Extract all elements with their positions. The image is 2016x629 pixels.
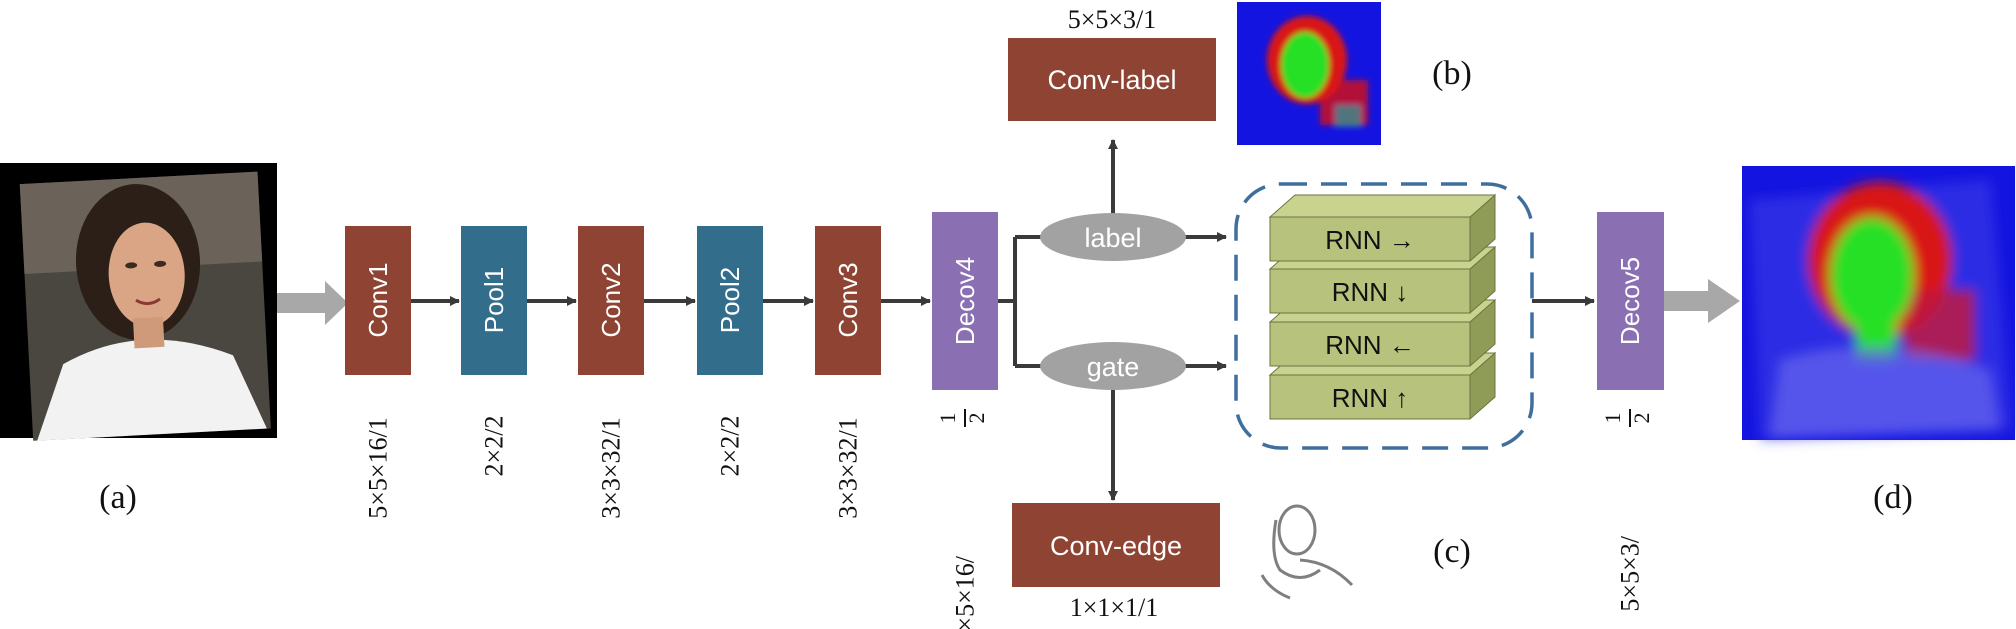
branch-lines — [998, 139, 1227, 501]
panel-label-c: (c) — [1433, 533, 1471, 570]
panel-label-b: (b) — [1432, 55, 1472, 92]
decov4-frac-num: 1 — [935, 413, 960, 424]
panel-label-a: (a) — [99, 479, 137, 516]
decov4-param: 5×5×16/ 1 2 — [935, 409, 989, 629]
input-photo — [0, 163, 277, 441]
output-segmentation-image — [1742, 166, 2015, 440]
output-arrow — [1664, 279, 1740, 323]
decov5-block: Decov5 — [1597, 212, 1664, 390]
conv-edge-text: Conv-edge — [1050, 531, 1182, 561]
pool2-param: 2×2/2 — [716, 416, 745, 477]
panel-label-d: (d) — [1873, 479, 1913, 516]
conv2-param: 3×3×32/1 — [597, 417, 626, 519]
pool1-label: Pool1 — [479, 267, 509, 334]
conv1-param: 5×5×16/1 — [364, 417, 393, 519]
decov5-frac-den: 2 — [1629, 413, 1654, 424]
rnn-down-label: RNN ↓ — [1332, 277, 1409, 307]
rnn-up-label: RNN ↑ — [1332, 383, 1409, 413]
decov4-frac-den: 2 — [964, 413, 989, 424]
gate-oval-text: gate — [1087, 352, 1140, 382]
conv-label-block: Conv-label — [1008, 38, 1216, 121]
conv-edge-param: 1×1×1/1 — [1070, 593, 1159, 622]
label-oval-text: label — [1084, 223, 1141, 253]
pool2-label: Pool2 — [715, 267, 745, 334]
conv-edge-block: Conv-edge — [1012, 503, 1220, 587]
decov5-param: 5×5×3/ 1 2 — [1600, 409, 1654, 612]
decov4-label: Decov4 — [950, 257, 980, 345]
decov4-block: Decov4 — [932, 212, 998, 390]
conv2-block: Conv2 — [578, 226, 644, 375]
conv1-label: Conv1 — [363, 262, 393, 337]
decov5-param-text: 5×5×3/ — [1616, 535, 1645, 611]
label-oval: label — [1040, 213, 1186, 261]
pool2-block: Pool2 — [697, 226, 763, 375]
rnn-left-label: RNN ← — [1325, 330, 1415, 360]
decov5-frac-num: 1 — [1600, 413, 1625, 424]
decov4-param-text: 5×5×16/ — [951, 555, 980, 629]
pool1-param: 2×2/2 — [480, 416, 509, 477]
rnn-right: RNN → — [1268, 193, 1497, 262]
input-arrow — [277, 281, 348, 325]
conv1-block: Conv1 — [345, 226, 411, 375]
rnn-group-border — [1234, 182, 1534, 450]
conv3-label: Conv3 — [833, 262, 863, 337]
conv-label-text: Conv-label — [1047, 65, 1176, 95]
conv-label-param: 5×5×3/1 — [1068, 5, 1157, 34]
rnn-stack: RNN ↑ RNN ← RNN ↓ RNN → — [1268, 193, 1497, 420]
conv2-label: Conv2 — [596, 262, 626, 337]
conv3-param: 3×3×32/1 — [834, 417, 863, 519]
gate-oval: gate — [1040, 342, 1186, 390]
pool1-block: Pool1 — [461, 226, 527, 375]
edge-map-image — [1248, 488, 1366, 603]
rnn-right-label: RNN → — [1325, 225, 1415, 255]
label-map-image — [1237, 2, 1381, 145]
conv3-block: Conv3 — [815, 226, 881, 375]
decov5-label: Decov5 — [1615, 257, 1645, 345]
